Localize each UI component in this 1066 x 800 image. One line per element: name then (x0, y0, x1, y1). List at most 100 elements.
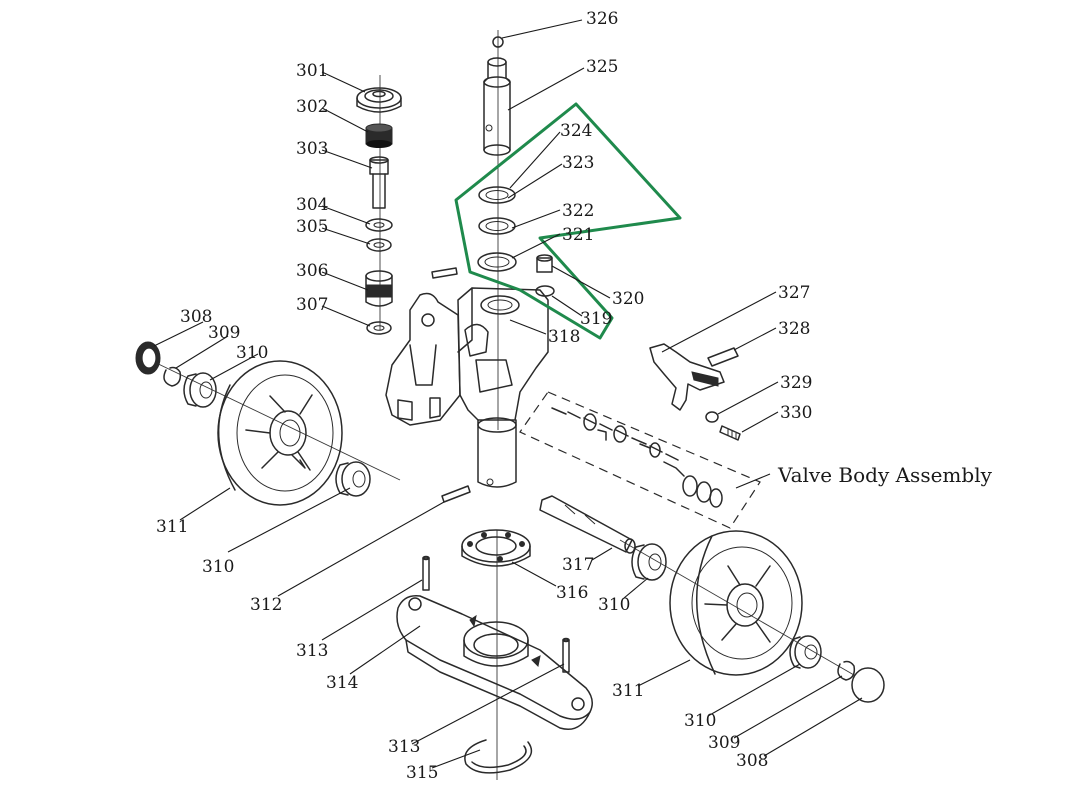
pin-small (431, 267, 458, 279)
piston-top (487, 57, 507, 67)
wheel-left-tread (217, 384, 236, 491)
clip-309-left (163, 366, 182, 387)
washer-307 (366, 321, 392, 335)
leader-310d (707, 663, 801, 717)
washer-304-hole (373, 222, 385, 228)
leader-305 (321, 227, 371, 245)
label-324: 324 (560, 121, 592, 141)
pin-313-left-top (422, 555, 430, 561)
pump-housing-318 (385, 287, 549, 488)
leader-330 (741, 411, 779, 433)
housing-lug (464, 323, 489, 357)
housing-window (409, 344, 437, 386)
label-310-right-outer: 310 (684, 711, 716, 731)
bearing-310-left-hole (199, 381, 213, 399)
housing-slots (397, 397, 441, 421)
leader-314 (349, 625, 421, 675)
highlight-outline (454, 102, 682, 340)
label-329: 329 (780, 373, 812, 393)
leader-326 (501, 19, 583, 39)
steel-ball-326 (492, 36, 504, 48)
label-321: 321 (562, 225, 594, 245)
label-301: 301 (296, 61, 328, 81)
label-308-left: 308 (180, 307, 212, 327)
leader-301 (321, 71, 366, 93)
label-328: 328 (778, 319, 810, 339)
housing-arm (385, 292, 461, 426)
housing-cylinder (477, 419, 517, 488)
pump-piston-group (483, 36, 511, 156)
valve-part-b (613, 425, 627, 443)
leader-312 (277, 501, 445, 597)
wheel-right-hubhole (736, 592, 758, 618)
label-311-left: 311 (156, 517, 188, 537)
bolt-303-shank (372, 173, 386, 209)
oring-319 (535, 285, 555, 297)
yoke-hole-right (571, 697, 585, 711)
seal-323 (478, 217, 516, 235)
leader-321 (511, 233, 561, 259)
screw-330-threads (727, 429, 737, 439)
bearing-310-right-side (631, 544, 645, 580)
label-306: 306 (296, 261, 328, 281)
valve-spring (597, 429, 685, 477)
yoke-hole-left (408, 597, 422, 611)
bushing-306 (365, 270, 393, 282)
bearing-ball-2 (481, 532, 487, 538)
leader-308a (153, 321, 204, 347)
wheel-right-spokes (704, 565, 771, 643)
leader-315 (431, 749, 481, 769)
leader-valve (735, 473, 771, 489)
label-308-right: 308 (736, 751, 768, 771)
piston-collar (483, 76, 511, 88)
bearing-ball-1 (467, 541, 473, 547)
housing-cylinder-top (477, 417, 517, 433)
bearing-310-right (637, 543, 667, 581)
leader-327 (661, 291, 777, 353)
label-307: 307 (296, 295, 328, 315)
screw-330 (719, 425, 741, 441)
washer-304 (365, 218, 393, 232)
center-axis-lines (149, 30, 881, 780)
valve-dashed-box (519, 391, 761, 529)
lever-pad (691, 371, 719, 387)
leader-310a (209, 353, 259, 381)
washer-305 (366, 238, 392, 252)
pump-seals-group (477, 186, 517, 272)
housing-cavity (475, 359, 513, 393)
pin-313-right-top (562, 637, 570, 643)
yoke-marks (469, 614, 541, 668)
bearing-310-left-side (183, 373, 197, 407)
leader-303 (321, 149, 373, 169)
label-309-right: 309 (708, 733, 740, 753)
ram-parts-group (356, 87, 402, 335)
screw-320 (536, 257, 553, 273)
label-303: 303 (296, 139, 328, 159)
bearing-ball-4 (519, 541, 525, 547)
leader-308b (763, 697, 863, 757)
label-319: 319 (580, 309, 612, 329)
leader-310c (623, 577, 649, 599)
nut-329 (705, 411, 719, 423)
bushing-302-top (365, 123, 393, 133)
housing-edge (457, 287, 473, 353)
label-313-left: 313 (296, 641, 328, 661)
valve-part-a (583, 413, 597, 431)
valve-chain-lines (551, 407, 679, 461)
valve-part-e (696, 481, 712, 503)
bearing-310-left-inner-hole (352, 470, 366, 488)
bearing-316-side (461, 545, 531, 567)
label-304: 304 (296, 195, 328, 215)
bolt-303-head (369, 156, 389, 164)
valve-body-assembly-label: Valve Body Assembly (777, 463, 993, 487)
lever-327 (649, 343, 725, 411)
label-325: 325 (586, 57, 618, 77)
seal-324-inner (485, 190, 509, 200)
yoke-bore-inner (473, 633, 519, 657)
label-302: 302 (296, 97, 328, 117)
leader-310b (227, 487, 351, 553)
axle-317-end (624, 538, 636, 554)
clip-309-right (837, 660, 856, 681)
label-309-left: 309 (208, 323, 240, 343)
